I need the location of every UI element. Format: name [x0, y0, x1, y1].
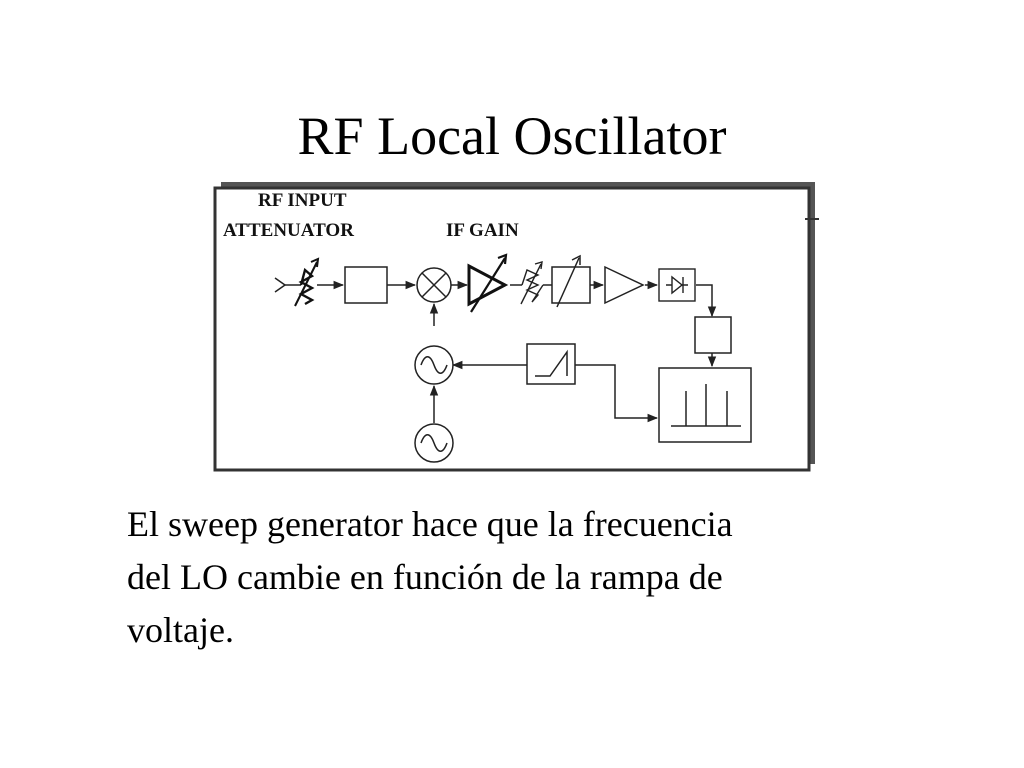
sweep-generator-icon — [526, 343, 576, 385]
amplifier-icon — [604, 265, 645, 305]
detector-diode-icon — [658, 268, 696, 302]
filter-box-icon — [694, 316, 732, 354]
caption-line-3: voltaje. — [127, 610, 234, 650]
variable-filter-icon — [551, 254, 591, 308]
display-spectrum-icon — [658, 367, 752, 443]
block-diagram-svg: RF INPUT ATTENUATOR IF GAIN — [213, 182, 819, 472]
caption-line-1: El sweep generator hace que la frecuenci… — [127, 504, 733, 544]
caption-text: El sweep generator hace que la frecuenci… — [127, 498, 927, 657]
connection-lines — [317, 280, 717, 423]
mixer-icon — [416, 267, 452, 303]
variable-amplifier-icon — [467, 253, 509, 313]
if-gain-label: IF GAIN — [446, 220, 519, 241]
attenuator-label-line2: ATTENUATOR — [223, 220, 354, 241]
reference-oscillator-icon — [414, 423, 454, 463]
block-diagram: RF INPUT ATTENUATOR IF GAIN — [205, 178, 825, 478]
slide-title: RF Local Oscillator — [297, 106, 727, 166]
caption-line-2: del LO cambie en función de la rampa de — [127, 557, 723, 597]
filter-box-icon — [344, 266, 388, 304]
input-arrow-icon — [274, 277, 301, 293]
variable-attenuator-icon — [294, 257, 320, 307]
local-oscillator-icon — [414, 345, 454, 385]
attenuator-label-line1: RF INPUT — [258, 190, 347, 211]
variable-resistor-icon — [520, 261, 544, 305]
